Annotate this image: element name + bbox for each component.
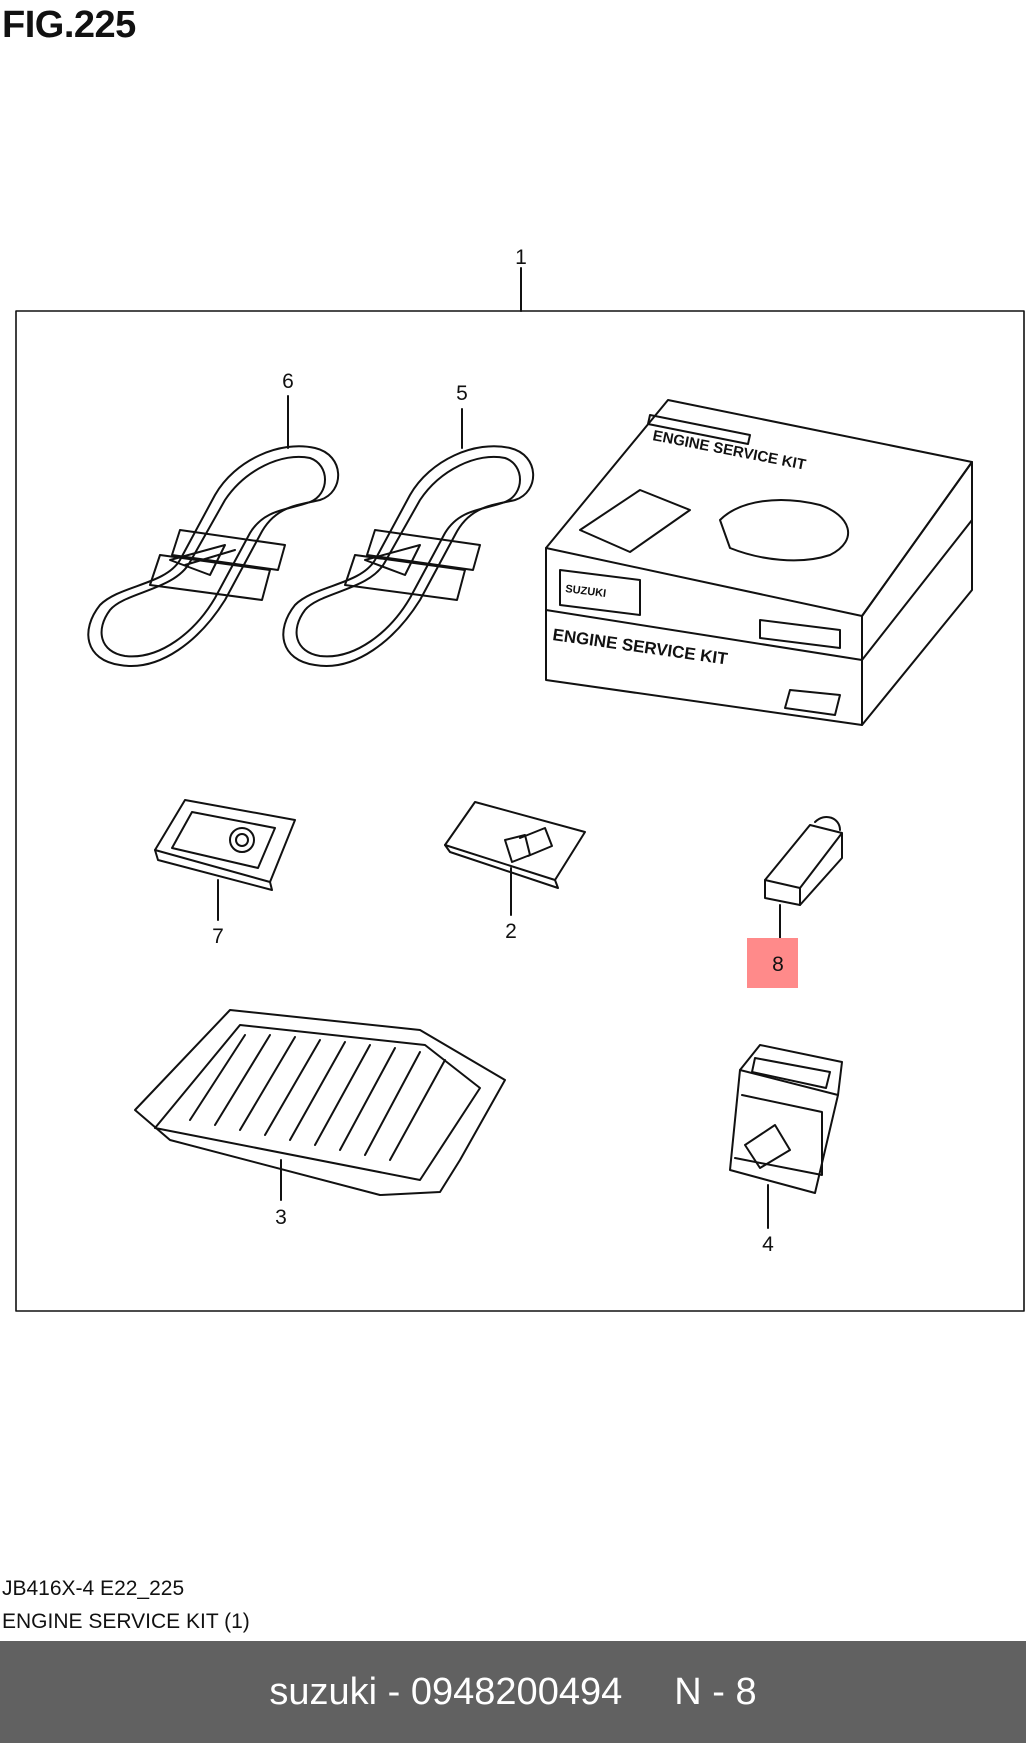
callout-4[interactable]: 4: [762, 1233, 774, 1256]
callout-5[interactable]: 5: [456, 382, 468, 405]
gasket-pack-7-icon: [154, 799, 296, 921]
kit-frame: [15, 310, 1025, 1312]
callout-2[interactable]: 2: [505, 920, 517, 943]
drain-plug-pack-2-icon: [444, 801, 586, 916]
footer-position: N - 8: [674, 1670, 757, 1713]
kit-brand-text: SUZUKI: [565, 583, 607, 600]
kit-lid-text: ENGINE SERVICE KIT: [651, 427, 807, 473]
callout-7[interactable]: 7: [212, 925, 224, 948]
kit-side-text: ENGINE SERVICE KIT: [551, 625, 729, 668]
spark-plug-box-4-icon: [729, 1044, 843, 1229]
callout-8[interactable]: 8: [772, 953, 784, 976]
oil-filter-8-icon: [764, 815, 843, 946]
diagram-name: ENGINE SERVICE KIT (1): [2, 1610, 250, 1633]
callout-1[interactable]: 1: [515, 246, 527, 269]
figure-title: FIG.225: [2, 4, 136, 46]
exploded-parts-diagram: ENGINE SERVICE KIT ENGINE SERVICE KIT SU…: [15, 246, 1025, 1312]
belt-5-icon: [282, 408, 535, 667]
belt-6-icon: [87, 395, 340, 667]
footer-bar: suzuki - 0948200494 N - 8: [0, 1641, 1026, 1743]
callout-3[interactable]: 3: [275, 1206, 287, 1229]
diagram-code: JB416X-4 E22_225: [2, 1577, 185, 1600]
footer-brand-part: suzuki - 0948200494: [269, 1670, 623, 1713]
callout-6[interactable]: 6: [282, 370, 294, 393]
air-filter-3-icon: [134, 1009, 506, 1201]
engine-service-kit-box-icon: [545, 399, 973, 726]
highlight-box-8: [747, 938, 798, 988]
